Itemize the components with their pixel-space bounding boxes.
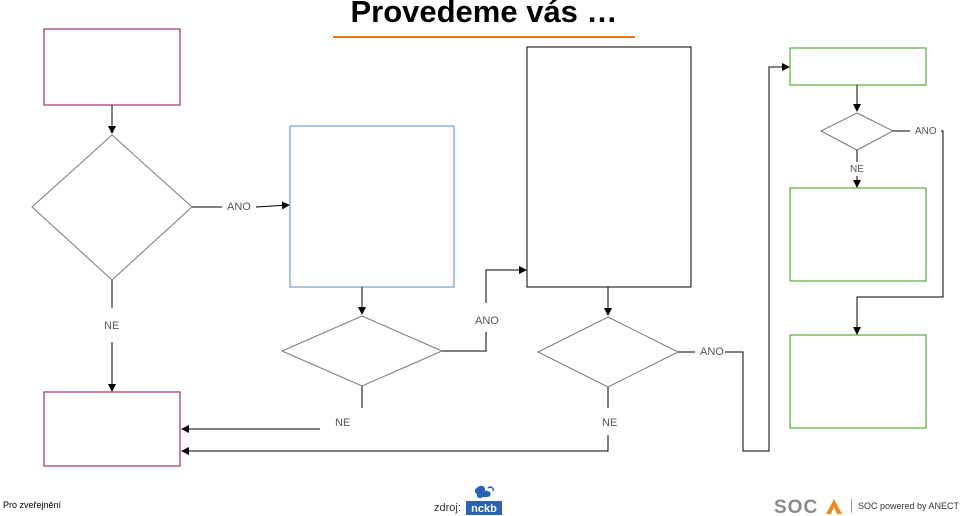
box-green-bottom — [789, 334, 927, 429]
box-start — [43, 28, 181, 106]
nckb-logo: nckb — [466, 485, 502, 515]
source-label: zdroj: — [434, 502, 461, 514]
label-ne: NE — [850, 164, 864, 175]
label-ano: ANO — [700, 346, 724, 358]
label-ne: NE — [602, 417, 618, 429]
page-title: Provedeme vás … — [350, 0, 618, 29]
decision-3 — [536, 316, 680, 388]
decision-4 — [819, 112, 895, 151]
decision-2 — [280, 315, 444, 387]
box-bottom-left — [43, 391, 181, 467]
box-green-middle — [789, 187, 927, 282]
title-underline — [333, 36, 635, 38]
svg-text:SOC: SOC — [774, 497, 818, 516]
label-ano: ANO — [475, 315, 499, 327]
soca-tagline: SOC powered by ANECT — [858, 501, 960, 511]
label-ano: ANO — [227, 201, 251, 213]
box-tall-black — [526, 46, 692, 288]
connector — [181, 435, 609, 455]
connector — [485, 266, 527, 303]
label-ano: ANO — [915, 126, 937, 137]
svg-text:nckb: nckb — [471, 503, 497, 515]
label-ne: NE — [335, 417, 351, 429]
connector — [725, 63, 790, 452]
connector — [442, 332, 487, 352]
connector — [255, 201, 290, 210]
soca-logo: SOC — [774, 497, 842, 516]
box-blue — [289, 125, 455, 288]
footer-classification: Pro zveřejnění — [3, 500, 62, 510]
decision-1 — [31, 134, 193, 281]
label-ne: NE — [104, 320, 120, 332]
logo-separator — [851, 499, 852, 513]
connector — [853, 130, 944, 335]
box-green-top — [789, 47, 927, 86]
